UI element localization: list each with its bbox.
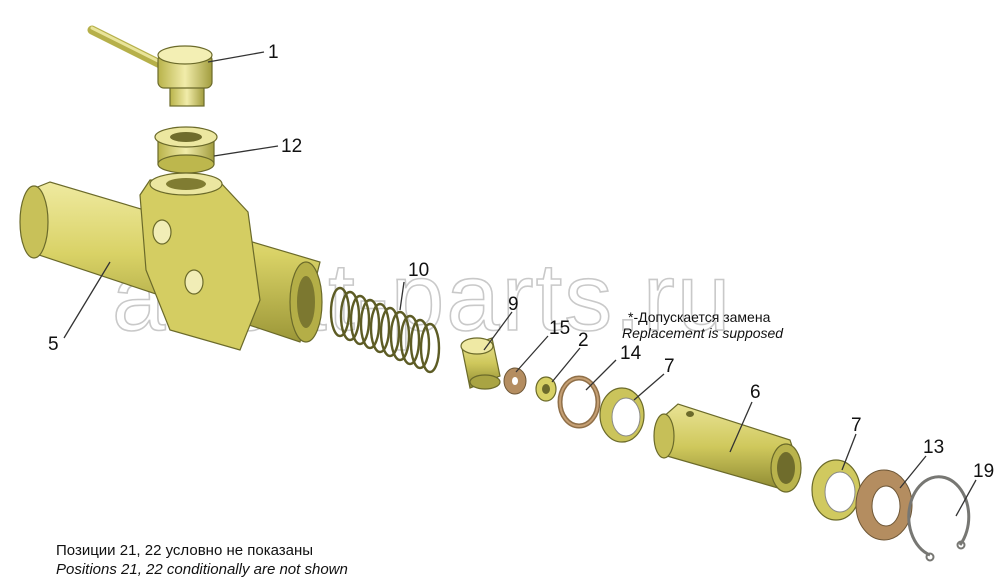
callout-15: 15 bbox=[549, 318, 570, 339]
callout-7-left: 7 bbox=[664, 356, 675, 377]
part-14-o-ring bbox=[557, 375, 601, 429]
callout-7-right: 7 bbox=[851, 415, 862, 436]
callout-6: 6 bbox=[750, 382, 761, 403]
callout-10: 10 bbox=[408, 260, 429, 281]
callout-9: 9 bbox=[508, 294, 519, 315]
part-1-lever-cap bbox=[87, 25, 213, 107]
part-7-ring-right bbox=[811, 459, 861, 521]
part-10-spring bbox=[329, 286, 441, 374]
replacement-note-en: Replacement is supposed bbox=[622, 325, 784, 341]
part-6-sleeve bbox=[653, 403, 802, 493]
part-19-retaining-ring bbox=[907, 475, 971, 562]
callout-19: 19 bbox=[973, 461, 994, 482]
part-7-ring-left bbox=[599, 387, 645, 443]
callout-2: 2 bbox=[578, 330, 589, 351]
part-12-bushing bbox=[154, 126, 218, 174]
leader-lines bbox=[63, 51, 977, 517]
callout-5: 5 bbox=[48, 334, 59, 355]
callout-14: 14 bbox=[620, 343, 642, 364]
callout-1: 1 bbox=[268, 42, 279, 63]
part-9-spring-cup bbox=[460, 337, 501, 390]
callout-13: 13 bbox=[923, 437, 944, 458]
footer-note-ru: Позиции 21, 22 условно не показаны bbox=[56, 542, 313, 559]
footer-note-en: Positions 21, 22 conditionally are not s… bbox=[56, 561, 348, 578]
part-5-housing bbox=[19, 172, 323, 351]
part-13-gasket bbox=[855, 469, 913, 541]
part-15-washer bbox=[503, 367, 527, 395]
callout-12: 12 bbox=[281, 136, 302, 157]
replacement-note-ru: *-Допускается замена bbox=[628, 309, 771, 325]
part-2-ring bbox=[535, 376, 557, 402]
